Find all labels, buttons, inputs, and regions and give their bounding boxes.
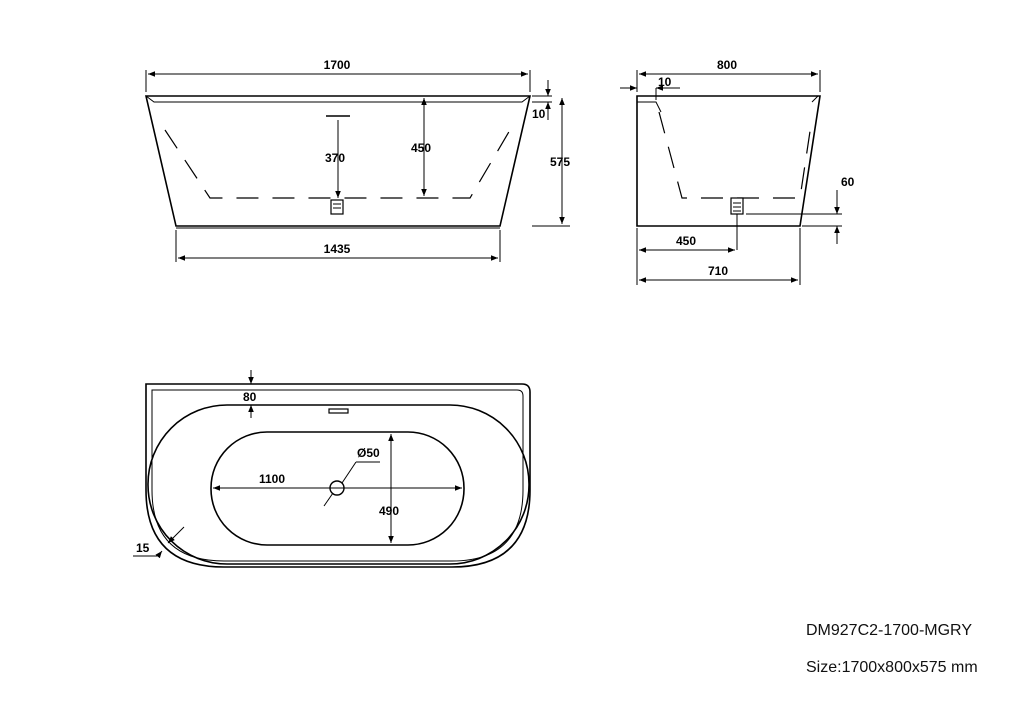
dim-waste-offset-label: 60 [841, 175, 855, 189]
dim-length-label: 1700 [324, 58, 351, 72]
end-drain-waste [730, 197, 744, 215]
side-view-outline [144, 95, 532, 227]
end-view-inner-basin [658, 111, 813, 199]
top-view-basin [210, 431, 465, 546]
dim-height-label: 575 [550, 155, 570, 169]
end-view: 800 10 60 450 710 [620, 58, 855, 285]
top-view-shell [147, 404, 530, 565]
side-view-inner-basin [164, 129, 511, 199]
end-view-outline [636, 95, 821, 227]
dim-drain-height-label: 370 [325, 151, 345, 165]
top-view: Ø50 80 1100 490 15 [133, 370, 531, 568]
dim-bottom-width-label: 710 [708, 264, 728, 278]
side-view: 1700 10 575 450 370 1435 [144, 58, 570, 262]
dim-basin-length-label: 1100 [259, 472, 285, 486]
end-view-rim [636, 96, 662, 113]
dim-depth-label: 450 [411, 141, 431, 155]
size-spec: Size:1700x800x575 mm [806, 659, 978, 676]
dim-bottom-length-label: 1435 [324, 242, 351, 256]
dim-width-label: 800 [717, 58, 737, 72]
dim-edge-radius-label: 15 [136, 541, 150, 555]
top-view-outer-rim [151, 389, 524, 562]
dim-basin-width-label: 490 [379, 504, 399, 518]
model-number: DM927C2-1700-MGRY [806, 622, 972, 639]
dim-rim-label: 10 [532, 107, 546, 121]
dim-wall-label: 80 [243, 390, 257, 404]
side-view-rim [145, 95, 531, 103]
top-overflow [328, 408, 349, 414]
side-drain-waste [330, 199, 344, 215]
top-view-outer-outline [145, 383, 531, 568]
dim-end-rim-label: 10 [658, 75, 672, 89]
dim-drain-position-label: 450 [676, 234, 696, 248]
dim-drain-diameter-label: Ø50 [357, 446, 380, 460]
